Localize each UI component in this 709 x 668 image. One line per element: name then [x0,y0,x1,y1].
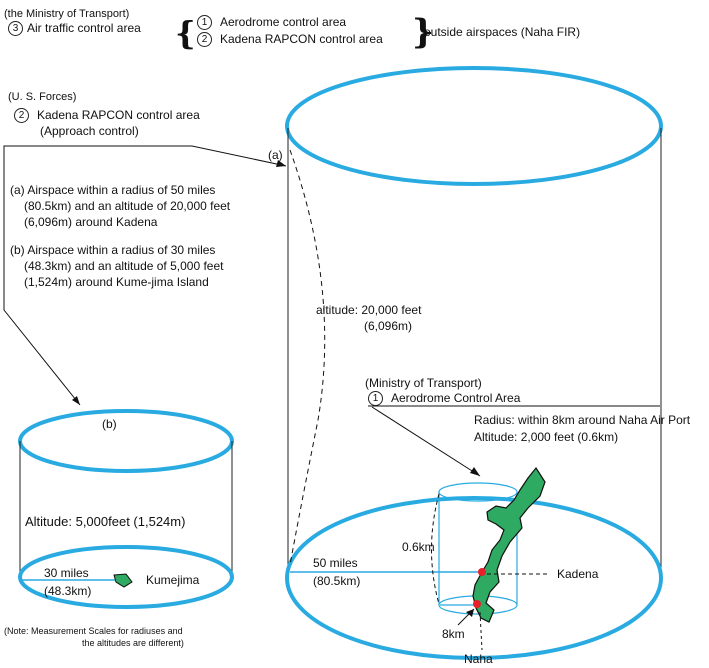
big-altitude-label: altitude: 20,000 feet [316,303,422,317]
aero-radius-label: 8km [442,627,465,641]
aero-callout-arrow [371,406,481,477]
rapcon-label: Kadena RAPCON control area [37,108,200,122]
rapcon-arrowhead-a [276,160,286,167]
left-brace: { [175,14,196,52]
item1-label: Aerodrome control area [220,15,347,29]
aero-height-label: 0.6km [402,540,435,554]
small-radius-label: 30 miles [44,566,89,580]
kumejima-island [113,573,133,588]
item2-label: Kadena RAPCON control area [220,32,383,46]
rapcon-number-badge: 2 [14,108,29,124]
item2-row: 2 Kadena RAPCON control area [197,32,383,48]
item1-number-badge: 1 [197,15,212,31]
note-line-2: the altitudes are different) [82,638,184,648]
rapcon-connector-b [3,150,81,406]
airspace-a-line: (6,096m) around Kadena [24,215,158,229]
okinawa-island [472,466,546,623]
airspace-a-line: (80.5km) and an altitude of 20,000 feet [24,199,231,213]
airspace-b-text: (b) Airspace within a radius of 30 miles… [10,242,223,290]
big-altitude-dashed-line [289,149,326,566]
airspace-a-line: (a) Airspace within a radius of 50 miles [10,183,216,197]
small-radius-km: (48.3km) [44,584,92,598]
rapcon-arrowhead-b [72,396,80,405]
tag-a: (a) [268,148,283,162]
aero-radius-text: Radius: within 8km around Naha Air Port [474,413,691,427]
approach-control-label: (Approach control) [40,124,139,138]
airspace-a-text: (a) Airspace within a radius of 50 miles… [10,182,230,230]
outside-label: outside airspaces (Naha FIR) [424,25,581,39]
atc-label: Air traffic control area [27,21,141,35]
right-brace: } [412,12,434,52]
kadena-point [478,568,486,576]
item2-number-badge: 2 [197,32,212,48]
big-cylinder-top [285,66,663,186]
atc-row: 3 Air traffic control area [8,21,141,37]
aero-callout-arrowhead [470,467,480,476]
airspace-b-line: (48.3km) and an altitude of 5,000 feet [24,259,224,273]
small-cylinder-top [18,409,234,473]
mot-header-label: (the Ministry of Transport) [4,8,130,20]
aero-number-badge: 1 [368,391,383,407]
tag-b: (b) [102,417,117,431]
aero-title: Aerodrome Control Area [391,391,521,405]
kadena-label: Kadena [557,567,599,581]
usforces-label: (U. S. Forces) [8,91,77,103]
small-altitude-label: Altitude: 5,000feet (1,524m) [25,514,186,529]
item1-row: 1 Aerodrome control area [197,15,347,31]
kumejima-label: Kumejima [146,573,200,587]
airspace-b-line: (b) Airspace within a radius of 30 miles [10,243,216,257]
rapcon-connector-a [3,145,287,167]
aero-mot-label: (Ministry of Transport) [365,376,482,390]
naha-leader [479,611,483,651]
eight-km-arrowhead [466,609,474,617]
atc-number-badge: 3 [8,21,23,37]
small-cylinder-bottom [18,545,234,609]
airspace-b-line: (1,524m) around Kume-jima Island [24,275,209,289]
aero-height-dashed-line [431,493,440,605]
big-radius-label: 50 miles [313,556,358,570]
big-altitude-meters: (6,096m) [364,319,413,333]
naha-label: Naha [464,652,493,666]
rapcon-row: 2 Kadena RAPCON control area [14,108,200,124]
note-line-1: (Note: Measurement Scales for radiuses a… [4,626,183,636]
big-radius-km: (80.5km) [313,574,361,588]
big-cylinder-bottom [285,496,663,660]
naha-point [473,600,481,608]
aero-altitude-text: Altitude: 2,000 feet (0.6km) [474,430,619,444]
aero-title-row: 1 Aerodrome Control Area [368,391,521,407]
